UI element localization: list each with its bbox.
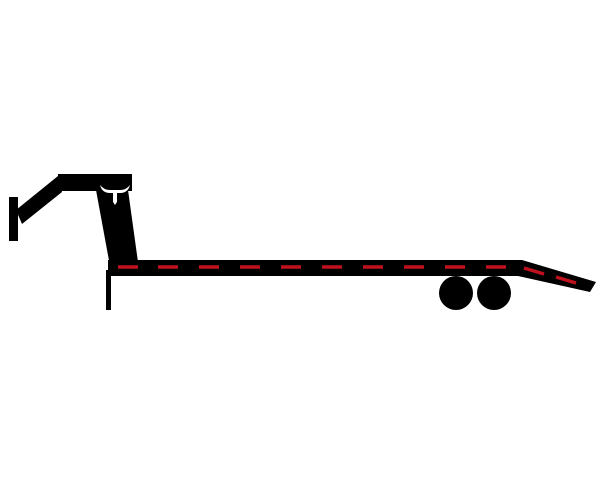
tandem-axles bbox=[439, 276, 511, 310]
gooseneck-top-beam bbox=[58, 174, 132, 191]
wheel-front bbox=[439, 276, 473, 310]
jack-leg bbox=[106, 270, 111, 310]
trailer-deck bbox=[108, 260, 522, 276]
gooseneck-trailer bbox=[9, 174, 596, 310]
gooseneck-upright bbox=[96, 190, 138, 266]
coupler-post bbox=[9, 197, 18, 241]
gooseneck-coupler bbox=[9, 174, 132, 241]
gooseneck-arm bbox=[16, 176, 62, 224]
marker-light-stripe bbox=[118, 265, 577, 285]
wheel-rear bbox=[477, 276, 511, 310]
longhorn-steer-icon bbox=[100, 185, 130, 205]
